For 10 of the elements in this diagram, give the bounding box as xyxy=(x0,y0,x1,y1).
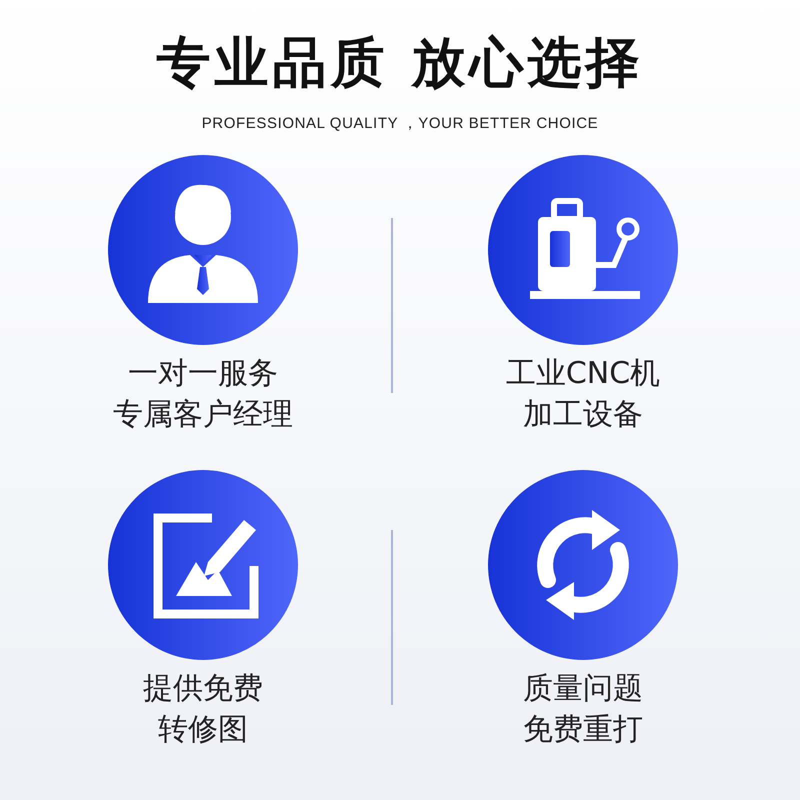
feature-text: 一对一服务 xyxy=(128,355,278,393)
subtitle: PROFESSIONAL QUALITY ，YOUR BETTER CHOICE xyxy=(200,114,600,133)
feature-text: 免费重打 xyxy=(523,711,643,749)
feature-text: 转修图 xyxy=(158,711,248,749)
feature-text: 提供免费 xyxy=(143,670,263,708)
feature-text: 加工设备 xyxy=(523,396,643,434)
title: 专业品质 放心选择 xyxy=(156,30,644,96)
feature-text: 专属客户经理 xyxy=(113,396,293,434)
feature-text: 质量问题 xyxy=(523,670,643,708)
feature-text: 工业CNC机 xyxy=(506,355,660,393)
